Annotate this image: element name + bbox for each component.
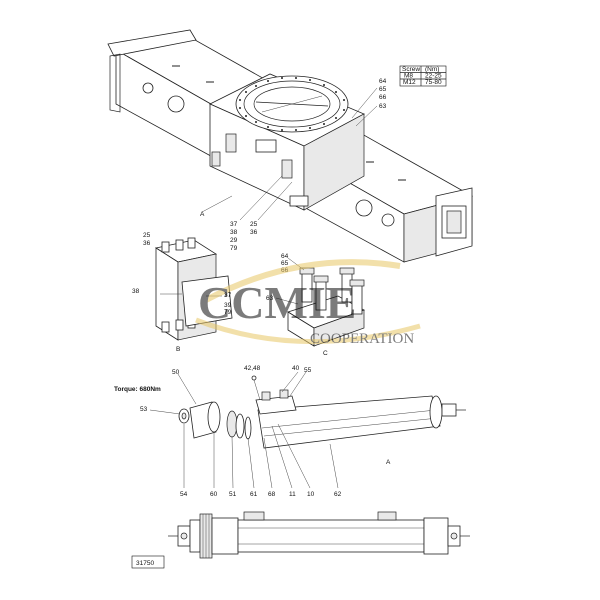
table-row1-torque: 22-25 (425, 73, 442, 80)
callout-65: 65 (379, 86, 387, 93)
view-label-a-cylinder: A (386, 459, 391, 466)
callout-group-top-right: 64 65 66 63 (351, 78, 387, 127)
table-header-torque: (Nm) (425, 66, 439, 73)
callout-66: 66 (379, 94, 387, 101)
callout-37: 37 (230, 221, 238, 228)
callout-63-c: 63 (266, 295, 274, 302)
main-frame-assembly (107, 29, 474, 263)
callout-39-b: 39 (224, 302, 232, 309)
detail-c-bolts: 64 65 66 63 C (266, 253, 365, 357)
callout-11: 11 (289, 491, 296, 498)
cylinder-assembled-view (168, 511, 470, 559)
callout-38-b: 38 (132, 288, 140, 295)
callout-29: 29 (230, 237, 238, 244)
ccmie-watermark: CCMIE COOPERATION (195, 259, 421, 347)
callout-40: 40 (292, 365, 300, 372)
view-label-c: C (323, 350, 328, 357)
drawing-number-box: 31750 (131, 555, 165, 569)
table-row1-screw: M8 (404, 73, 413, 80)
callout-65-c: 65 (281, 260, 289, 267)
callout-37-b: 37 (224, 292, 232, 299)
watermark-brand: CCMIE (198, 277, 356, 328)
callout-36-b: 36 (143, 240, 151, 247)
watermark-subtitle: COOPERATION (310, 331, 414, 347)
callout-group-center: 37 38 29 79 25 36 A (200, 175, 293, 252)
table-row2-screw: M12 (403, 79, 416, 86)
callout-64: 64 (379, 78, 387, 85)
table-row2-torque: 75-80 (425, 79, 442, 86)
callout-51: 51 (229, 491, 237, 498)
callout-79: 79 (230, 245, 238, 252)
torque-note: Torque: 680Nm (114, 386, 161, 393)
drawing-number: 31750 (136, 560, 154, 567)
callout-42-48: 42,48 (244, 365, 261, 372)
callout-62: 62 (334, 491, 342, 498)
callout-64-c: 64 (281, 253, 289, 260)
callout-36: 36 (250, 229, 258, 236)
callout-53: 53 (140, 406, 148, 413)
callout-54: 54 (180, 491, 188, 498)
callout-55: 55 (304, 367, 312, 374)
view-label-b: B (176, 346, 180, 353)
callout-63: 63 (379, 103, 387, 110)
callout-60: 60 (210, 491, 218, 498)
callout-10: 10 (307, 491, 315, 498)
callout-25-b: 25 (143, 232, 151, 239)
table-header-screw: Screw (402, 66, 420, 73)
callout-50: 50 (172, 369, 180, 376)
cylinder-exploded-view: Torque: 680Nm 50 53 42,48 40 55 A 54 60 … (114, 365, 466, 498)
screw-torque-table: Screw (Nm) M8 22-25 M12 75-80 (399, 65, 447, 87)
callout-61: 61 (250, 491, 258, 498)
callout-25: 25 (250, 221, 258, 228)
view-label-a: A (200, 211, 205, 218)
callout-38: 38 (230, 229, 238, 236)
callout-79-b: 79 (224, 309, 232, 316)
callout-68: 68 (268, 491, 276, 498)
